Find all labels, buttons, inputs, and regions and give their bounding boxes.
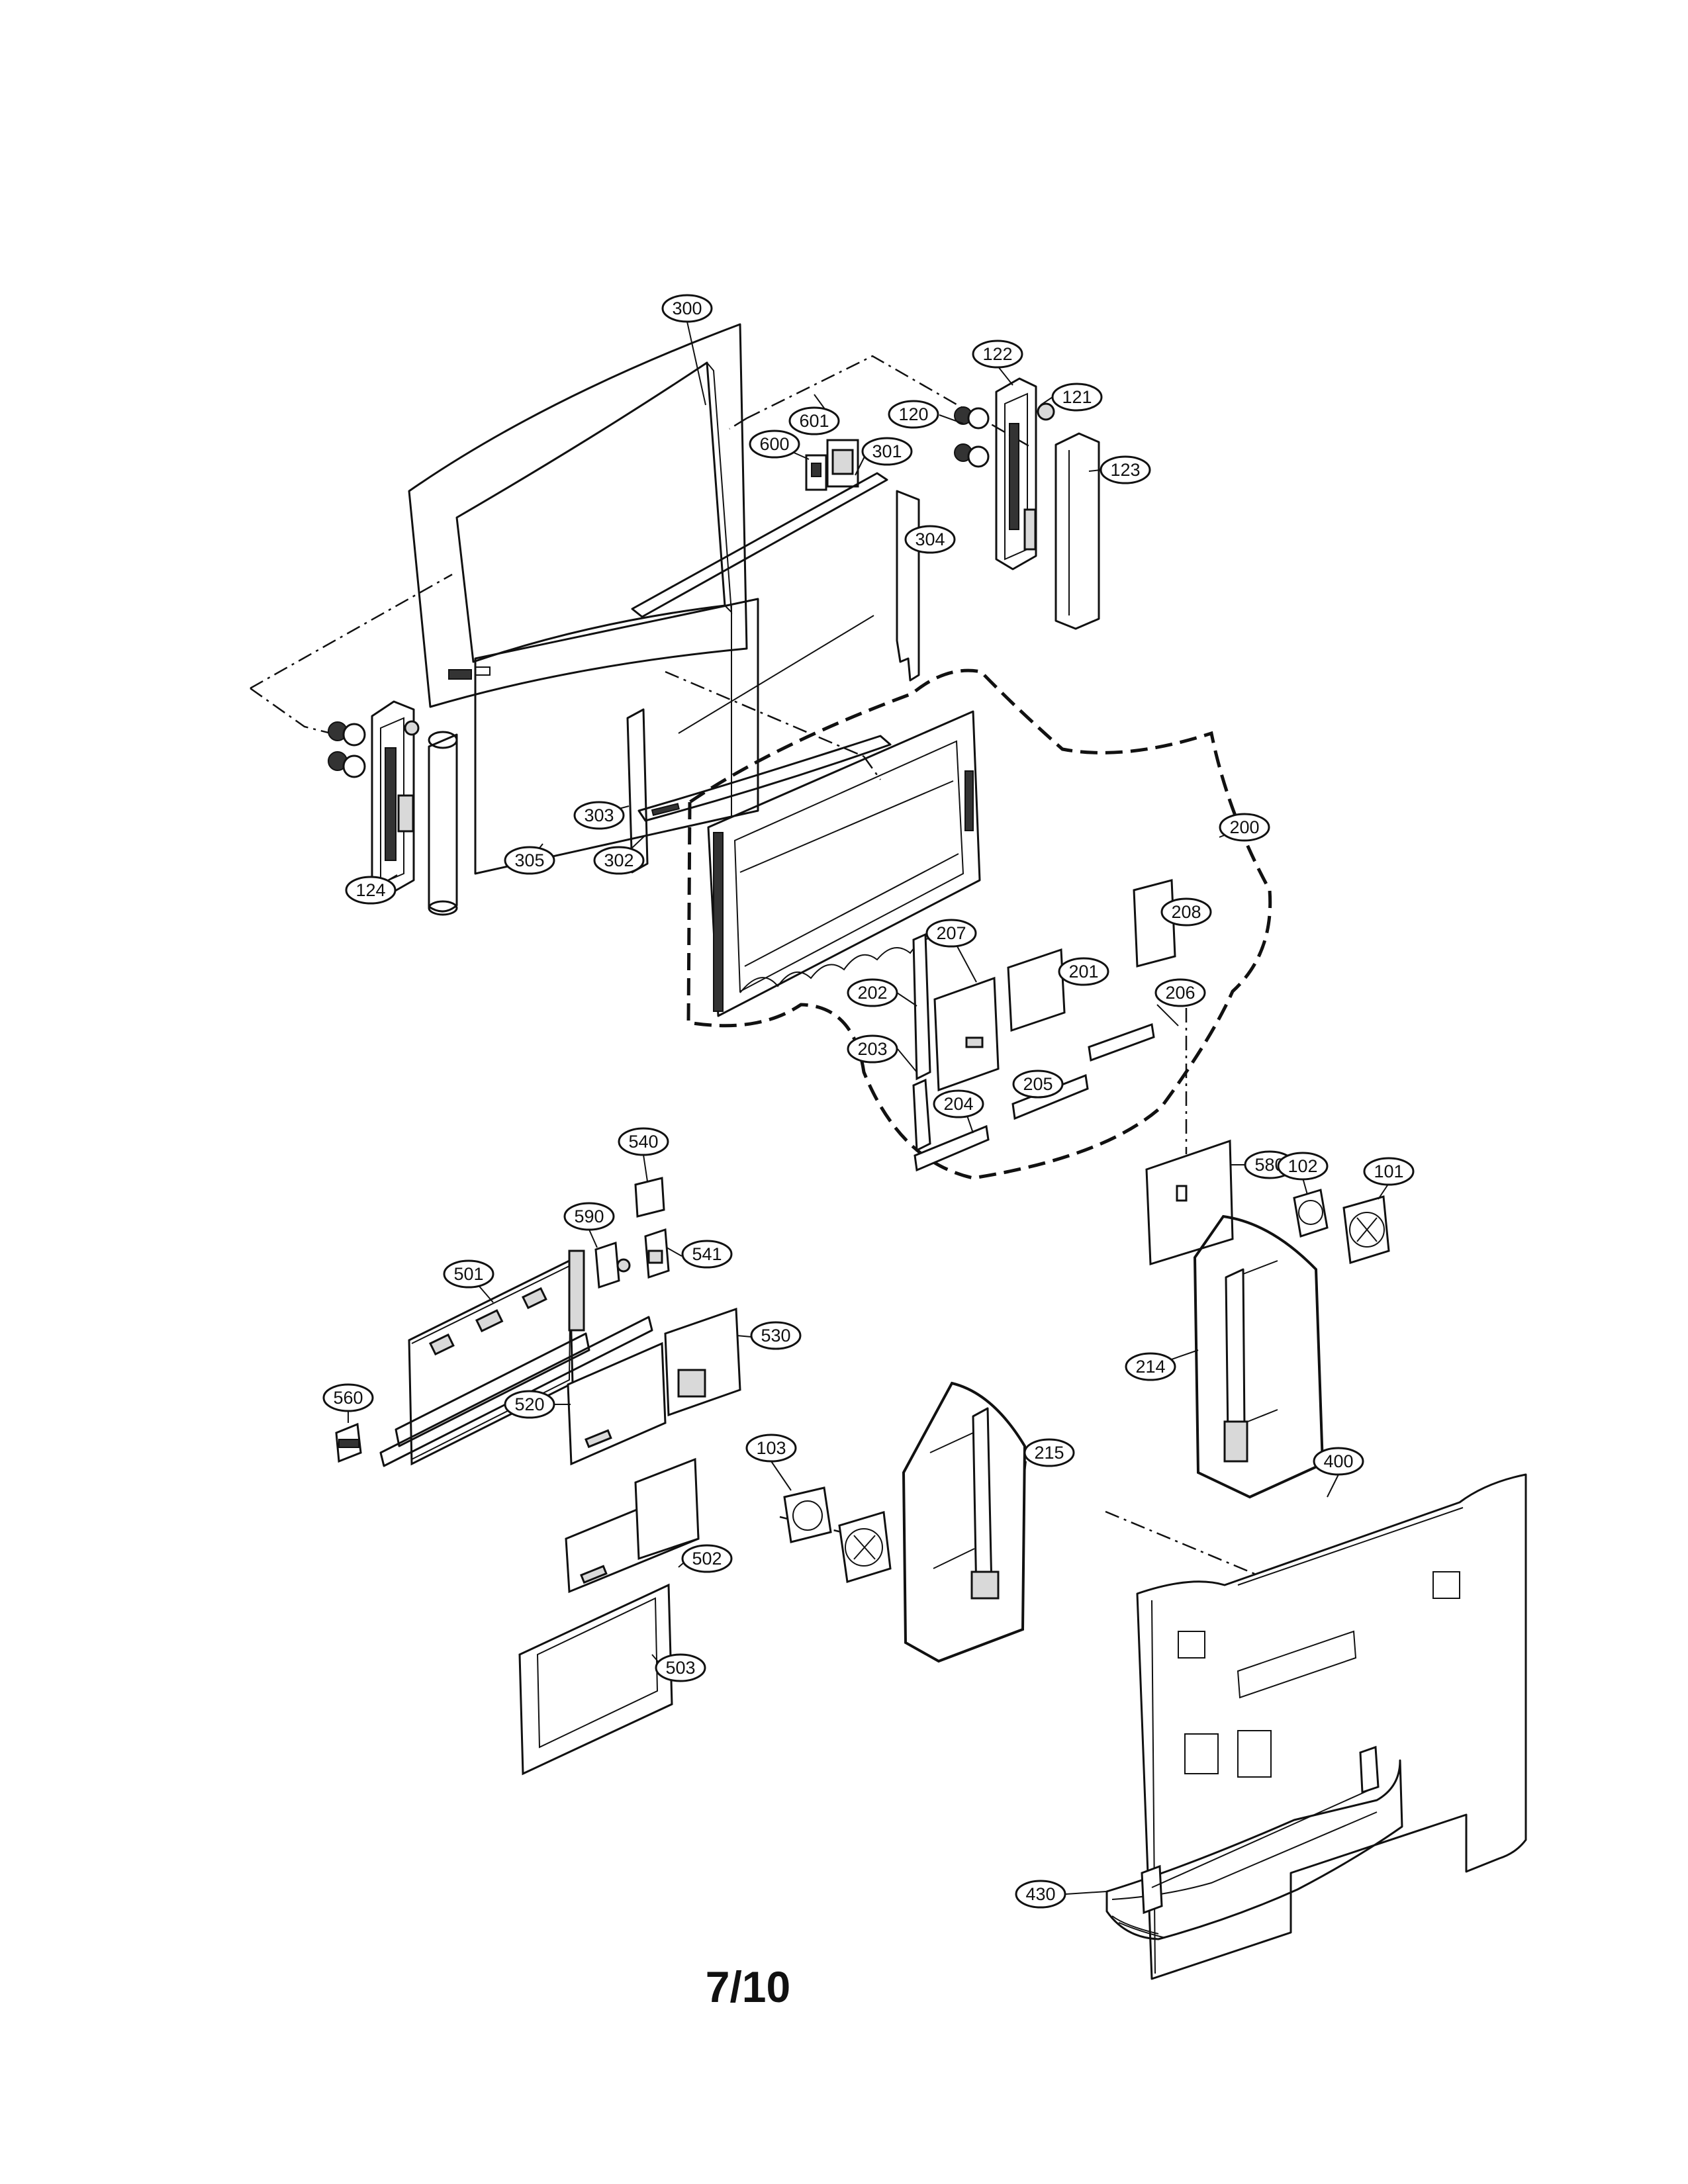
left-speaker-bracket-124 [328,700,458,916]
callout-label: 400 [1323,1451,1353,1471]
boards-540-541-590 [594,1177,670,1289]
callout-label: 304 [915,529,945,549]
callout-120: 120 [888,400,939,429]
page-number: 7/10 [706,1962,790,2011]
callout-label: 540 [628,1132,658,1152]
callout-205: 205 [1012,1069,1064,1099]
callout-label: 215 [1034,1443,1064,1463]
callout-214: 214 [1125,1352,1176,1381]
bracket-group-215 [902,1381,1027,1663]
callout-label: 122 [982,344,1012,364]
callout-label: 121 [1062,387,1092,407]
callout-label: 205 [1023,1074,1053,1094]
callout-103: 103 [745,1433,797,1463]
bracket-group-214 [1193,1214,1325,1499]
callout-label: 302 [604,850,633,870]
callout-label: 300 [672,298,702,318]
callout-label: 120 [898,404,928,424]
callout-541: 541 [681,1240,733,1269]
callout-204: 204 [933,1089,984,1118]
callout-label: 208 [1171,902,1201,922]
callout-520: 520 [504,1390,555,1419]
callout-label: 502 [692,1549,722,1569]
ir-board-600-601 [805,439,859,491]
callout-label: 541 [692,1244,722,1264]
callout-label: 200 [1229,817,1259,837]
callout-303: 303 [573,801,625,830]
boards-520-530-502-503-560 [335,1307,741,1776]
callout-label: 123 [1110,460,1140,480]
callout-400: 400 [1313,1447,1364,1476]
callout-label: 601 [799,411,829,431]
callout-301: 301 [861,437,913,466]
callout-label: 501 [453,1264,483,1284]
callout-600: 600 [749,430,800,459]
callout-207: 207 [925,919,977,948]
callout-label: 503 [665,1658,695,1678]
chassis-group-200 [686,668,1272,1180]
callout-label: 530 [761,1326,790,1345]
callout-202: 202 [847,978,898,1007]
callout-203: 203 [847,1034,898,1064]
callout-102: 102 [1277,1152,1329,1181]
back-cover-400 [1136,1473,1527,1980]
callout-101: 101 [1363,1157,1415,1186]
fan-101-102 [1293,1189,1390,1264]
callout-leaders [348,321,1389,1895]
callout-label: 520 [514,1394,544,1414]
callout-label: 560 [333,1388,363,1408]
callout-503: 503 [655,1653,706,1682]
callout-530: 530 [750,1321,802,1350]
stand-430 [1105,1745,1403,1940]
callout-label: 214 [1135,1357,1165,1377]
callout-label: 207 [936,923,966,943]
callout-label: 430 [1025,1884,1055,1904]
board-580 [1145,1139,1234,1266]
callout-label: 103 [756,1438,786,1458]
callout-502: 502 [681,1544,733,1573]
callout-label: 303 [584,805,614,825]
callout-label: 201 [1068,962,1098,981]
callout-label: 203 [857,1039,887,1059]
callout-430: 430 [1015,1880,1066,1909]
callout-201: 201 [1058,957,1109,986]
callout-121: 121 [1051,383,1103,412]
callout-208: 208 [1160,897,1212,927]
callout-560: 560 [322,1383,374,1412]
callout-305: 305 [504,846,555,875]
callout-206: 206 [1154,978,1206,1007]
callout-122: 122 [972,340,1023,369]
callout-501: 501 [443,1259,494,1289]
callout-302: 302 [593,846,645,875]
fan-103 [783,1486,892,1583]
front-bezel-300 [408,323,748,708]
callout-label: 102 [1288,1156,1317,1176]
callout-540: 540 [618,1127,669,1156]
callout-590: 590 [563,1202,615,1231]
callout-200: 200 [1219,813,1270,842]
callout-601: 601 [788,406,840,435]
callout-124: 124 [345,876,397,905]
callout-304: 304 [904,525,956,554]
callout-label: 101 [1374,1161,1403,1181]
callout-label: 590 [574,1206,604,1226]
callout-215: 215 [1023,1438,1075,1467]
callout-label: 305 [514,850,544,870]
callout-label: 600 [759,434,789,454]
callout-label: 202 [857,983,887,1003]
frame-strips-301-304 [626,472,920,874]
callout-label: 301 [872,441,902,461]
callout-label: 124 [355,880,385,900]
callout-label: 206 [1165,983,1195,1003]
callout-123: 123 [1100,455,1151,484]
right-speaker-bracket-122-123 [954,377,1100,630]
main-board-501 [379,1250,653,1467]
callout-300: 300 [661,294,713,323]
callout-label: 204 [943,1094,973,1114]
